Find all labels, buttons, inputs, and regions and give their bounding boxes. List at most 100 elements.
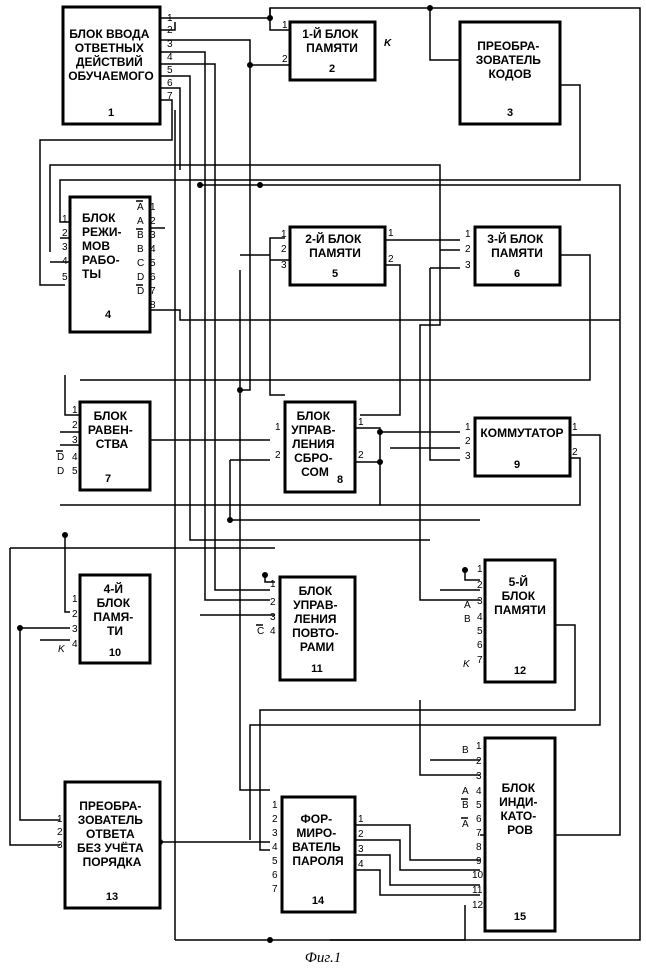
b14-in-5: 5 bbox=[272, 856, 278, 867]
b4-in-4: 4 bbox=[62, 256, 68, 267]
b15-in-4: 4 bbox=[476, 786, 482, 797]
b4-out-6: 6 bbox=[150, 272, 156, 283]
b14-in-6: 6 bbox=[272, 870, 278, 881]
b2-in-2: 2 bbox=[282, 54, 288, 65]
b14-out-1: 1 bbox=[358, 814, 364, 825]
block-4-number: 4 bbox=[105, 309, 112, 321]
b2-out-k: K bbox=[384, 38, 392, 49]
b4-out-8: 8 bbox=[150, 300, 156, 311]
figure-caption: Фиг.1 bbox=[305, 950, 341, 966]
b12-in-3: 3 bbox=[477, 596, 483, 607]
b13-in-3: 3 bbox=[57, 840, 63, 851]
block-8-number: 8 bbox=[337, 474, 343, 486]
b14-in-7: 7 bbox=[272, 884, 278, 895]
b15-in-7: 7 bbox=[476, 828, 482, 839]
b15-in-1: 1 bbox=[476, 741, 482, 752]
b14-out-2: 2 bbox=[358, 829, 364, 840]
b1-out-3: 3 bbox=[167, 39, 173, 50]
block-3-number: 3 bbox=[507, 107, 513, 119]
b14-in-4: 4 bbox=[272, 842, 278, 853]
b15-in-10: 10 bbox=[472, 870, 484, 881]
b4-sig-4: B bbox=[137, 244, 144, 255]
b11-sig-c: C bbox=[257, 626, 264, 637]
b15-in-2: 2 bbox=[476, 756, 482, 767]
block-9-title: КОММУТАТОР bbox=[480, 426, 563, 440]
b4-out-1: 1 bbox=[150, 202, 156, 213]
b4-sig-3: B bbox=[137, 230, 144, 241]
b15-in-6: 6 bbox=[476, 814, 482, 825]
b1-out-2: 2 bbox=[167, 25, 173, 36]
b7-in-3: 3 bbox=[72, 435, 78, 446]
b9-in-2: 2 bbox=[465, 436, 471, 447]
b7-in-5: 5 bbox=[72, 466, 78, 477]
b4-in-2: 2 bbox=[62, 228, 68, 239]
b8-in-1: 1 bbox=[275, 422, 281, 433]
b8-out-1: 1 bbox=[358, 417, 364, 428]
b1-out-6: 6 bbox=[167, 78, 173, 89]
b14-out-4: 4 bbox=[358, 859, 364, 870]
b12-in-5: 5 bbox=[477, 626, 483, 637]
b4-out-3: 3 bbox=[150, 230, 156, 241]
b1-out-1: 1 bbox=[167, 13, 173, 24]
b12-in-6: 6 bbox=[477, 640, 483, 651]
b14-out-3: 3 bbox=[358, 844, 364, 855]
b12-sig-k: K bbox=[463, 659, 471, 670]
b7-sig-1: D bbox=[57, 452, 64, 463]
b6-in-3: 3 bbox=[465, 260, 471, 271]
block-13-number: 13 bbox=[106, 891, 118, 903]
b10-in-4: 4 bbox=[72, 639, 78, 650]
block-9-number: 9 bbox=[514, 459, 520, 471]
b8-in-2: 2 bbox=[275, 450, 281, 461]
b1-out-4: 4 bbox=[167, 52, 173, 63]
b4-out-4: 4 bbox=[150, 244, 156, 255]
b7-in-4: 4 bbox=[72, 452, 78, 463]
b12-sig-b: B bbox=[464, 614, 471, 625]
b14-in-2: 2 bbox=[272, 814, 278, 825]
b6-in-1: 1 bbox=[465, 229, 471, 240]
block-11-number: 11 bbox=[311, 663, 323, 675]
b9-in-3: 3 bbox=[465, 451, 471, 462]
b13-in-1: 1 bbox=[57, 814, 63, 825]
b11-in-4: 4 bbox=[270, 626, 276, 637]
block-1-title: БЛОК ВВОДА ОТВЕТНЫХ ДЕЙСТВИЙ ОБУЧАЕМОГО bbox=[68, 27, 154, 83]
b4-in-1: 1 bbox=[62, 214, 68, 225]
block-2-number: 2 bbox=[329, 63, 335, 75]
b15-in-9: 9 bbox=[476, 856, 482, 867]
block-7-number: 7 bbox=[105, 473, 111, 485]
block-15-number: 15 bbox=[514, 911, 526, 923]
b4-sig-1: A bbox=[137, 202, 144, 213]
b5-in-2: 2 bbox=[281, 244, 287, 255]
block-2-title: 1-Й БЛОК ПАМЯТИ bbox=[302, 26, 361, 55]
b5-out-1: 1 bbox=[388, 228, 394, 239]
b12-in-4: 4 bbox=[477, 612, 483, 623]
b7-in-2: 2 bbox=[72, 420, 78, 431]
b15-in-5: 5 bbox=[476, 800, 482, 811]
b15-in-8: 8 bbox=[476, 842, 482, 853]
b12-sig-a: A bbox=[464, 600, 471, 611]
block-6-title: 3-Й БЛОК ПАМЯТИ bbox=[487, 231, 546, 260]
b4-sig-7: D bbox=[137, 286, 144, 297]
block-5-number: 5 bbox=[332, 268, 338, 280]
block-1-number: 1 bbox=[108, 107, 114, 119]
b4-sig-2: A bbox=[137, 216, 144, 227]
b9-in-1: 1 bbox=[465, 422, 471, 433]
b10-in-3: 3 bbox=[72, 624, 78, 635]
b15-in-12: 12 bbox=[472, 900, 484, 911]
b5-in-1: 1 bbox=[281, 229, 287, 240]
b12-in-2: 2 bbox=[477, 580, 483, 591]
b11-in-2: 2 bbox=[270, 597, 276, 608]
block-5-title: 2-Й БЛОК ПАМЯТИ bbox=[305, 231, 364, 260]
b4-in-3: 3 bbox=[62, 242, 68, 253]
b11-in-3: 3 bbox=[270, 612, 276, 623]
b5-out-2: 2 bbox=[388, 254, 394, 265]
b1-out-7: 7 bbox=[167, 91, 173, 102]
b5-in-3: 3 bbox=[281, 260, 287, 271]
b4-in-5: 5 bbox=[62, 272, 68, 283]
b14-in-1: 1 bbox=[272, 800, 278, 811]
b15-sig-a1: A bbox=[462, 786, 469, 797]
b15-in-11: 11 bbox=[472, 885, 483, 896]
b1-out-5: 5 bbox=[167, 65, 173, 76]
b4-sig-5: C bbox=[137, 258, 144, 269]
b7-in-1: 1 bbox=[72, 405, 78, 416]
